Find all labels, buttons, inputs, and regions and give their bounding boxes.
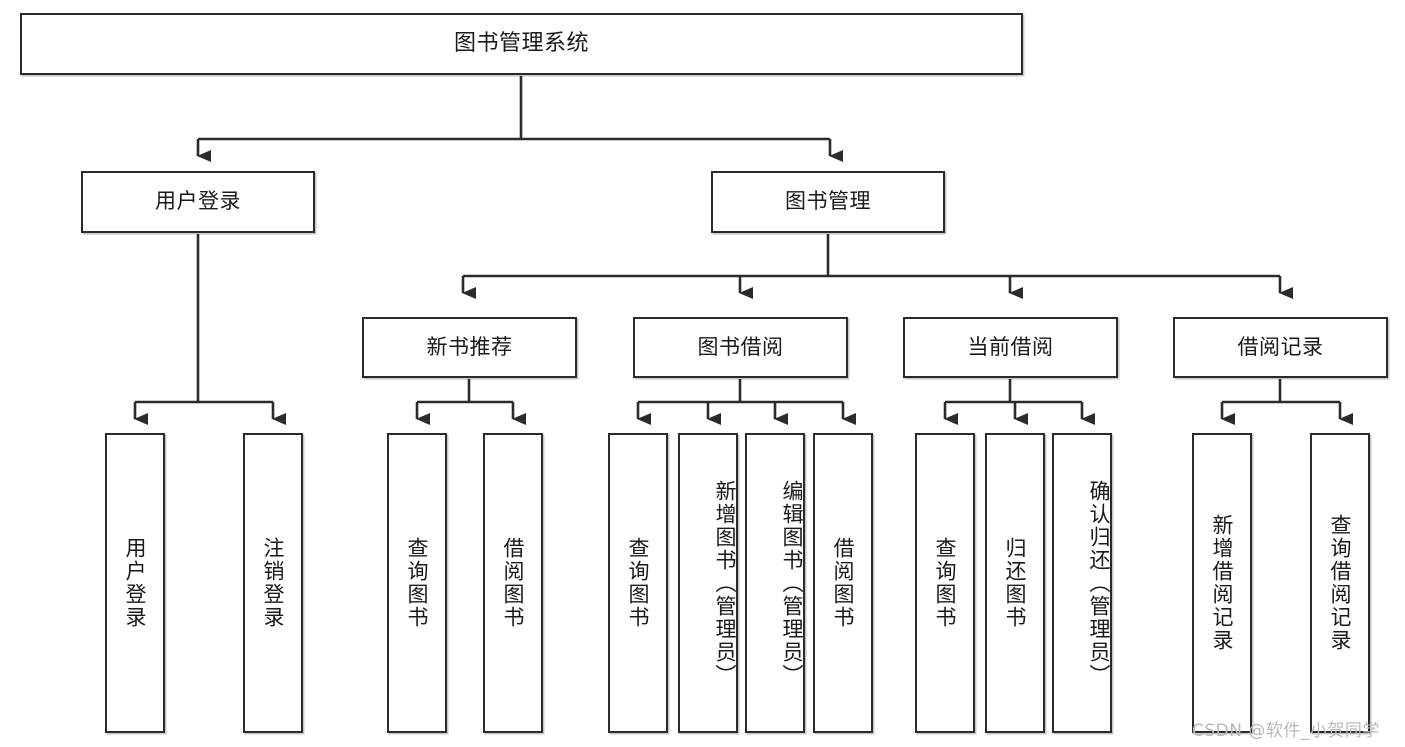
- leaf-borrow-edit-book[interactable]: 编辑图书（管理员）: [745, 433, 805, 733]
- node-label: 归还图书: [1003, 537, 1028, 629]
- node-label: 借阅记录: [1237, 334, 1324, 359]
- node-label: 当前借阅: [967, 334, 1054, 359]
- node-label: 确认归还（管理员）: [1087, 479, 1111, 687]
- node-label: 查询图书: [405, 537, 430, 629]
- node-current-borrow[interactable]: 当前借阅: [903, 317, 1118, 378]
- csdn-watermark: CSDN @软件_小贺同学: [1192, 721, 1380, 741]
- leaf-current-confirm-return[interactable]: 确认归还（管理员）: [1052, 433, 1112, 733]
- leaf-current-return-book[interactable]: 归还图书: [985, 433, 1045, 733]
- node-label: 查询图书: [626, 537, 651, 629]
- leaf-new-book-borrow[interactable]: 借阅图书: [483, 433, 543, 733]
- leaf-user-login-login[interactable]: 用户登录: [105, 433, 165, 733]
- node-label: 用户登录: [155, 189, 241, 214]
- leaf-current-query-book[interactable]: 查询图书: [915, 433, 975, 733]
- leaf-borrow-add-book[interactable]: 新增图书（管理员）: [678, 433, 738, 733]
- leaf-record-add[interactable]: 新增借阅记录: [1192, 433, 1252, 733]
- node-label: 编辑图书（管理员）: [780, 479, 804, 687]
- node-label: 借阅图书: [501, 537, 526, 629]
- node-book-management[interactable]: 图书管理: [711, 171, 945, 233]
- node-label: 图书管理系统: [453, 30, 589, 56]
- leaf-new-book-query[interactable]: 查询图书: [387, 433, 447, 733]
- node-label: 新增图书（管理员）: [713, 479, 737, 687]
- node-label: 借阅图书: [831, 537, 856, 629]
- node-new-book-recommend[interactable]: 新书推荐: [362, 317, 577, 378]
- node-label: 新增借阅记录: [1210, 514, 1235, 652]
- node-label: 新书推荐: [426, 334, 513, 359]
- node-label: 注销登录: [261, 537, 286, 629]
- leaf-borrow-borrow-book[interactable]: 借阅图书: [813, 433, 873, 733]
- node-label: 图书借阅: [697, 334, 784, 359]
- node-root-system[interactable]: 图书管理系统: [20, 13, 1023, 75]
- node-label: 用户登录: [123, 537, 148, 629]
- node-label: 图书管理: [785, 189, 871, 214]
- leaf-borrow-query-book[interactable]: 查询图书: [608, 433, 668, 733]
- leaf-user-login-logout[interactable]: 注销登录: [243, 433, 303, 733]
- node-user-login[interactable]: 用户登录: [81, 171, 315, 233]
- node-book-borrow[interactable]: 图书借阅: [633, 317, 848, 378]
- node-borrow-record[interactable]: 借阅记录: [1173, 317, 1388, 378]
- leaf-record-query[interactable]: 查询借阅记录: [1310, 433, 1370, 733]
- node-label: 查询图书: [933, 537, 958, 629]
- node-label: 查询借阅记录: [1328, 514, 1353, 652]
